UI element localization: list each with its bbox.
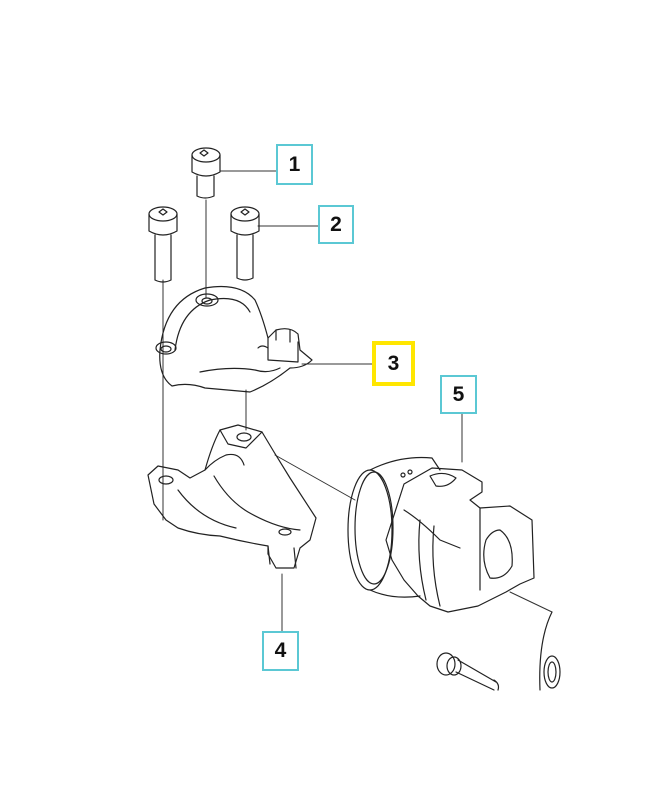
partial-disc-drawing xyxy=(539,611,561,691)
callout-4-label: 4 xyxy=(274,639,287,662)
callout-2-label: 2 xyxy=(330,212,342,236)
callout-5-label: 5 xyxy=(452,382,465,406)
callout-4[interactable]: 4 xyxy=(262,631,299,671)
callout-3-label: 3 xyxy=(387,351,400,375)
leader-lines xyxy=(162,170,553,632)
callout-2[interactable]: 2 xyxy=(318,205,354,244)
partial-bolt-drawing xyxy=(436,652,500,691)
lower-clamp-drawing xyxy=(147,424,317,569)
screw-long-drawing xyxy=(148,206,260,283)
callout-5[interactable]: 5 xyxy=(440,375,477,414)
screw-short-drawing xyxy=(191,147,221,199)
upper-clamp-drawing xyxy=(155,285,313,393)
coupling-housing-drawing xyxy=(347,456,535,613)
callout-1-label: 1 xyxy=(288,152,301,176)
callout-3-highlighted[interactable]: 3 xyxy=(372,341,415,386)
callout-1[interactable]: 1 xyxy=(276,144,313,185)
